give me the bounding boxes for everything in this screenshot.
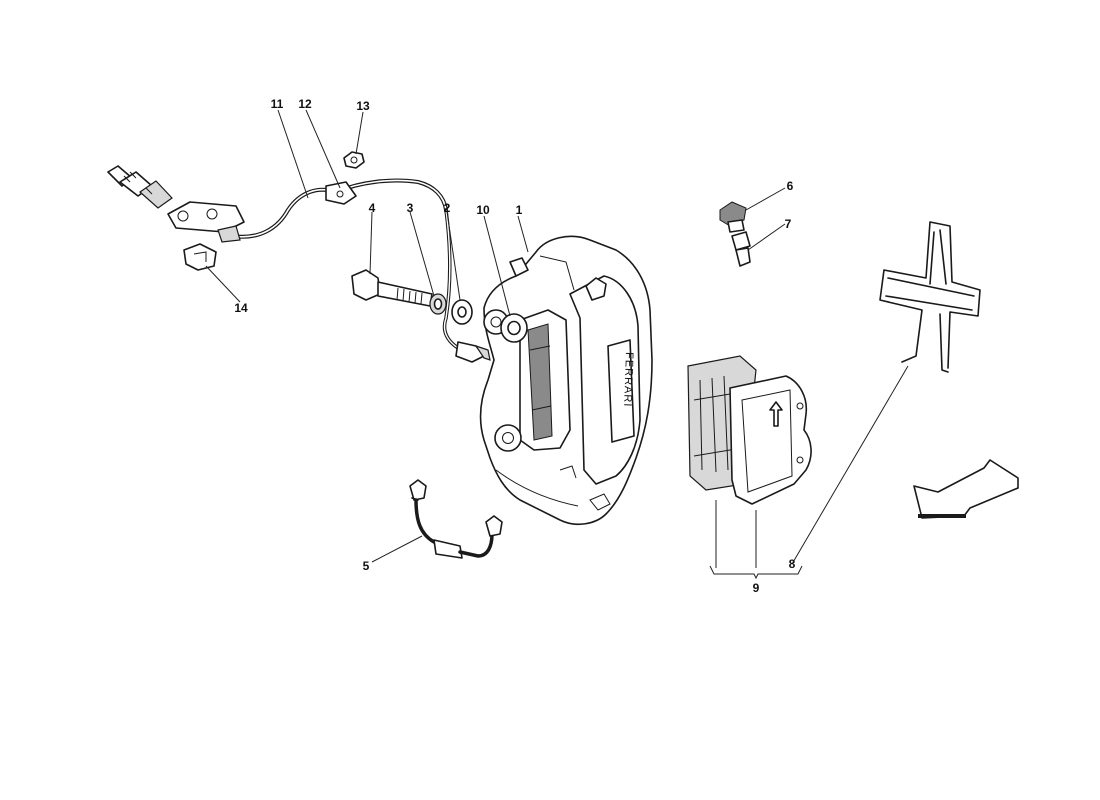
label-part-10: 10	[476, 203, 490, 217]
part-8-pad-spring	[879, 221, 981, 373]
label-part-11: 11	[271, 97, 284, 111]
part-5-brake-hose	[409, 479, 503, 559]
part-14-clip	[183, 243, 217, 271]
label-part-14: 14	[234, 301, 248, 315]
label-part-5: 5	[363, 559, 370, 573]
label-part-9: 9	[753, 581, 760, 595]
label-part-7: 7	[785, 217, 792, 231]
leader-lines	[205, 109, 909, 580]
part-1-brake-caliper: FERRARI	[479, 235, 653, 526]
part-9-brake-pads	[687, 355, 812, 505]
part-7-bleed-screw	[731, 231, 751, 267]
caliper-brand-mark: FERRARI	[621, 352, 635, 408]
callout-labels: 1 2 3 4 5 6 7 8 9 10 11 12 13 14	[234, 97, 795, 595]
part-4-caliper-bolt	[351, 269, 433, 307]
direction-arrow	[913, 459, 1019, 519]
label-part-2: 2	[444, 201, 451, 215]
label-part-6: 6	[787, 179, 794, 193]
label-part-13: 13	[356, 99, 370, 113]
part-2-washer	[451, 299, 473, 325]
part-10-spacer	[500, 313, 528, 343]
sensor-bracket	[167, 201, 245, 233]
label-part-8: 8	[789, 557, 796, 571]
label-part-4: 4	[369, 201, 376, 215]
label-part-3: 3	[407, 201, 414, 215]
label-part-1: 1	[516, 203, 523, 217]
part-6-bleed-cap	[719, 201, 747, 233]
label-part-12: 12	[298, 97, 312, 111]
sensor-connector	[107, 165, 173, 209]
part-11-sensor-cable	[107, 165, 491, 363]
part-13-nut	[343, 151, 365, 169]
part-3-spring-washer	[429, 293, 447, 315]
part-12-cable-clip	[325, 181, 357, 205]
